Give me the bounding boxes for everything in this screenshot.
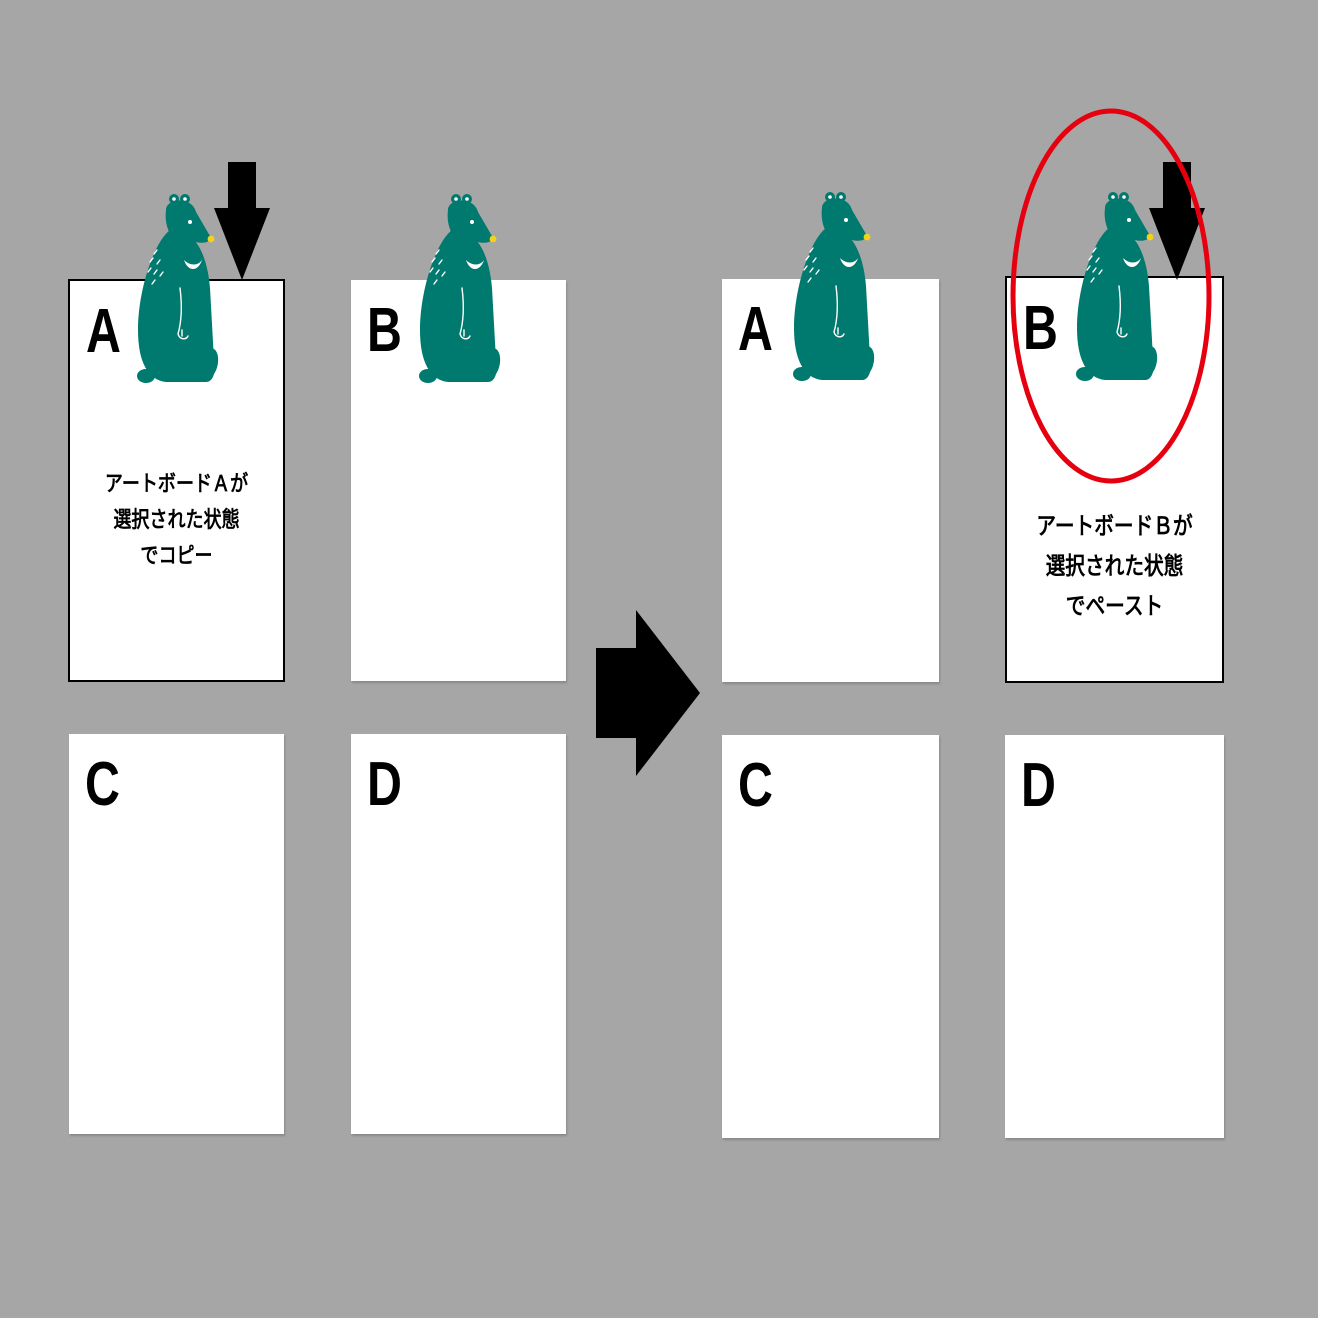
artboard-c-before[interactable]: C: [69, 734, 284, 1134]
artboard-label: D: [1021, 751, 1056, 820]
artboard-c-after[interactable]: C: [722, 735, 939, 1138]
artboard-note: アートボードＢが 選択された状態 でペースト: [1036, 512, 1193, 620]
bear-icon[interactable]: [1075, 188, 1161, 384]
artboard-label: C: [738, 751, 773, 820]
bear-icon[interactable]: [136, 190, 222, 386]
artboard-label: A: [86, 297, 121, 366]
highlight-ellipse: [1010, 108, 1212, 484]
arrow-shape: [596, 610, 700, 776]
down-arrow-icon: [214, 162, 270, 280]
artboard-label: B: [367, 296, 402, 365]
artboard-label: C: [85, 750, 120, 819]
artboard-d-before[interactable]: D: [351, 734, 566, 1134]
artboard-label: A: [738, 295, 773, 364]
bear-icon[interactable]: [418, 190, 504, 386]
artboard-d-after[interactable]: D: [1005, 735, 1224, 1138]
artboard-note: アートボードＡが 選択された状態 でコピー: [104, 472, 249, 569]
red-circle-highlight: [1010, 108, 1212, 484]
artboard-label: B: [1023, 294, 1058, 363]
right-arrow-icon: [596, 610, 700, 776]
bear-icon[interactable]: [792, 188, 878, 384]
arrow-shape: [214, 162, 270, 280]
artboard-label: D: [367, 750, 402, 819]
